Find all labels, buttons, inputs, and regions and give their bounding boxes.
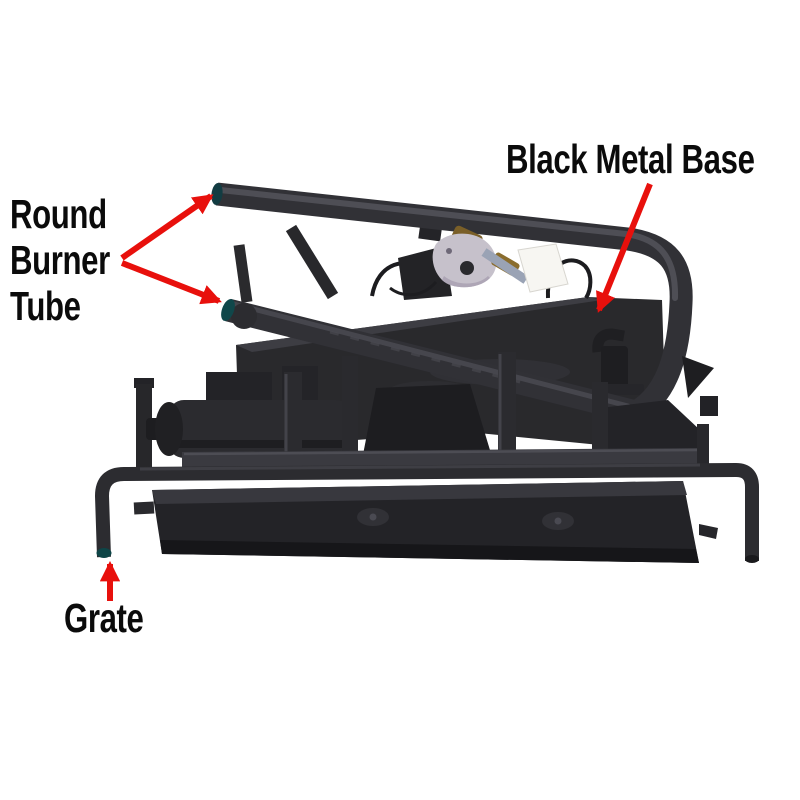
mounting-bracket [682,356,714,398]
front-ember-pan [133,481,718,563]
round-burner-tube [211,182,693,424]
control-valve-body [168,400,352,458]
grate-leg-tip [96,548,112,558]
round-burner-tube-arrow-lower [120,260,222,305]
annotation-arrows [99,182,653,601]
gas-valve-assembly [389,225,569,300]
label-round-burner-tube: Round Burner Tube [10,191,110,329]
label-round-burner-tube-line1: Round [10,191,107,237]
round-burner-tube-arrow-upper [120,193,214,261]
label-round-burner-tube-line3: Tube [10,283,81,329]
burner-tube-lower-opening [221,299,235,321]
label-round-burner-tube-line2: Burner [10,237,110,283]
hang-tag [517,243,569,293]
black-metal-base-arrow [596,182,653,313]
label-black-metal-base: Black Metal Base [506,136,755,182]
label-grate: Grate [64,595,144,641]
support-posts [284,352,608,478]
burner-tube-upper-opening [211,183,223,205]
grate-bar [95,463,759,563]
